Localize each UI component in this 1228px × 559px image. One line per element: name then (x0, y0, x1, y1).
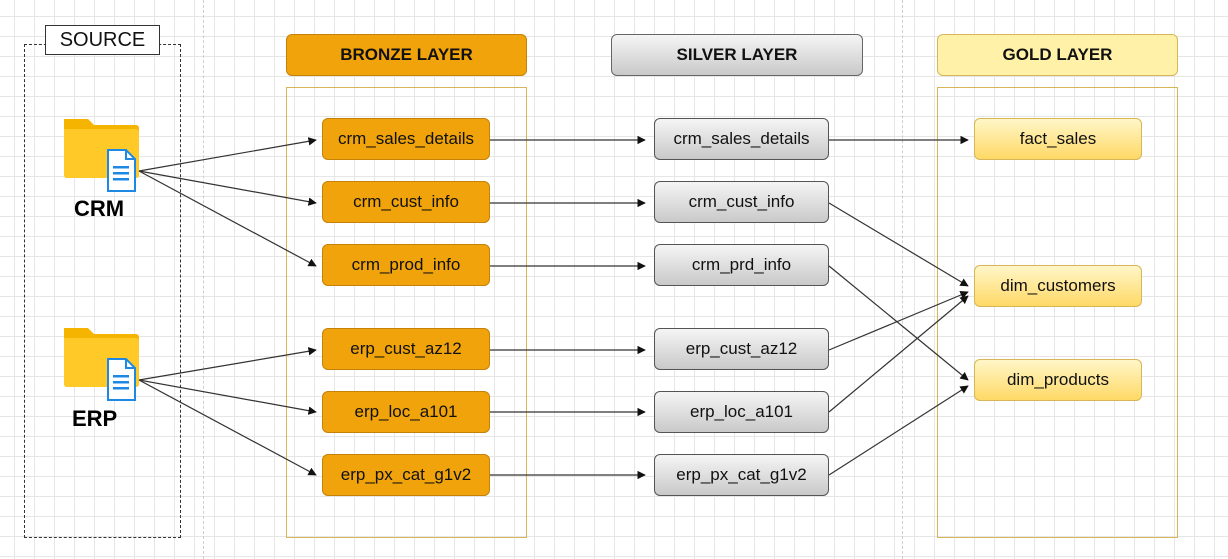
bronze-node-erp-px-cat-g1v2[interactable]: erp_px_cat_g1v2 (322, 454, 490, 496)
edge-erp-to-erp-cust-az12 (138, 347, 317, 381)
edge-erp-to-erp-px-cat-g1v2 (138, 379, 317, 476)
crm-label: CRM (74, 196, 125, 221)
separator-line (203, 0, 204, 559)
bronze-node-erp-loc-a101[interactable]: erp_loc_a101 (322, 391, 490, 433)
edge-erp-to-erp-loc-a101 (138, 379, 317, 415)
silver-node-erp-cust-az12[interactable]: erp_cust_az12 (654, 328, 829, 370)
silver-layer-header: SILVER LAYER (611, 34, 863, 76)
erp-folder-icon (62, 322, 142, 402)
crm-folder-icon (62, 113, 142, 193)
gold-layer-header: GOLD LAYER (937, 34, 1178, 76)
bronze-layer-container (286, 87, 527, 538)
edge-crm-to-crm-cust-info (138, 170, 317, 206)
bronze-node-crm-prod-info[interactable]: crm_prod_info (322, 244, 490, 286)
gold-node-dim-customers[interactable]: dim_customers (974, 265, 1142, 307)
erp-label: ERP (72, 406, 118, 431)
silver-node-erp-px-cat-g1v2[interactable]: erp_px_cat_g1v2 (654, 454, 829, 496)
silver-node-crm-prd-info[interactable]: crm_prd_info (654, 244, 829, 286)
edge-silver-gold-cust-az12-customers (828, 291, 969, 351)
edge-crm-to-crm-prod-info (138, 170, 317, 267)
edge-silver-gold-cust-info-customers (828, 202, 969, 287)
bronze-node-crm-sales-details[interactable]: crm_sales_details (322, 118, 490, 160)
edge-silver-gold-loc-a101-customers (828, 295, 969, 413)
bronze-node-crm-cust-info[interactable]: crm_cust_info (322, 181, 490, 223)
edge-silver-gold-px-cat-products (828, 385, 969, 476)
bronze-layer-header: BRONZE LAYER (286, 34, 527, 76)
edge-crm-to-crm-sales-details (138, 137, 317, 172)
bronze-node-erp-cust-az12[interactable]: erp_cust_az12 (322, 328, 490, 370)
silver-node-crm-sales-details[interactable]: crm_sales_details (654, 118, 829, 160)
silver-node-erp-loc-a101[interactable]: erp_loc_a101 (654, 391, 829, 433)
source-label: SOURCE (45, 25, 160, 55)
gold-layer-container (937, 87, 1178, 538)
edge-silver-gold-prd-info-products (828, 265, 969, 381)
silver-node-crm-cust-info[interactable]: crm_cust_info (654, 181, 829, 223)
gold-node-dim-products[interactable]: dim_products (974, 359, 1142, 401)
gold-node-fact-sales[interactable]: fact_sales (974, 118, 1142, 160)
separator-line (902, 0, 903, 559)
